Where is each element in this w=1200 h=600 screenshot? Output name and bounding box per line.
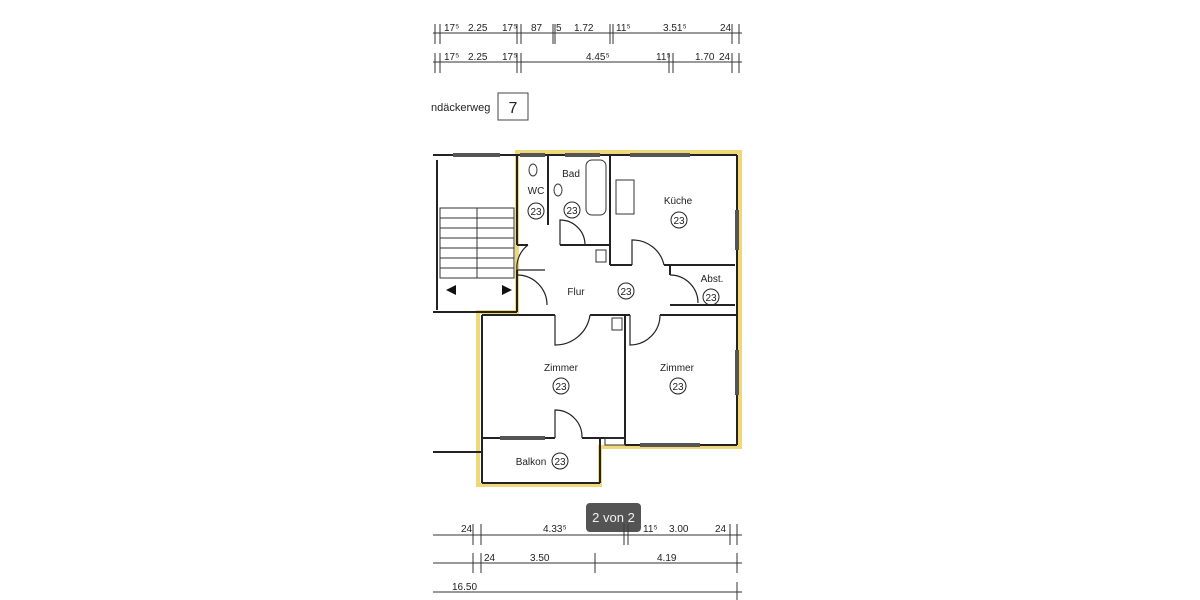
street-label: ndäckerweg bbox=[431, 102, 490, 114]
dim-label: 24 bbox=[720, 23, 732, 34]
page-counter-badge: 2 von 2 bbox=[586, 503, 641, 532]
dim-label: 3.51⁵ bbox=[663, 23, 687, 34]
dim-label: 24 bbox=[461, 524, 473, 535]
room-name: Flur bbox=[567, 287, 585, 298]
dim-label: 4.45⁵ bbox=[586, 52, 610, 63]
dim-label: 1.70 bbox=[695, 52, 715, 63]
dim-label: 2.25 bbox=[468, 52, 488, 63]
room-number: 23 bbox=[620, 287, 632, 298]
dim-label: 5 bbox=[556, 23, 562, 34]
room-number: 23 bbox=[673, 216, 685, 227]
arrow-right-icon bbox=[502, 285, 512, 295]
dim-label: 1.72 bbox=[574, 23, 594, 34]
room-number: 23 bbox=[530, 207, 542, 218]
dim-label: 17⁵ bbox=[502, 52, 517, 63]
room-name: Zimmer bbox=[544, 363, 579, 374]
dim-label: 17⁵ bbox=[444, 23, 459, 34]
dim-label: 2.25 bbox=[468, 23, 488, 34]
dim-label: 4.33⁵ bbox=[543, 524, 567, 535]
dim-label: 24 bbox=[715, 524, 727, 535]
room-name: Bad bbox=[562, 169, 580, 180]
dim-label: 4.19 bbox=[657, 553, 677, 564]
bottom-dimension-lines: 24 4.33⁵ 11⁵ 3.00 24 24 3.50 4.19 16.50 bbox=[433, 524, 742, 600]
room-number: 23 bbox=[554, 457, 566, 468]
dim-label: 24 bbox=[719, 52, 731, 63]
house-number: 7 bbox=[509, 100, 518, 117]
dim-label: 17⁵ bbox=[502, 23, 517, 34]
fixtures bbox=[528, 159, 635, 446]
room-number: 23 bbox=[566, 206, 578, 217]
doors bbox=[516, 219, 699, 439]
room-number: 23 bbox=[555, 382, 567, 393]
house-number-box bbox=[497, 92, 529, 121]
top-dimension-lines: 17⁵ 2.25 17⁵ 87 5 1.72 11⁵ 3.51⁵ 24 17⁵ … bbox=[433, 23, 742, 73]
room-name: Balkon bbox=[516, 457, 547, 468]
dim-label: 11⁵ bbox=[616, 23, 631, 34]
windows bbox=[453, 153, 739, 447]
dim-label: 11⁵ bbox=[656, 52, 671, 63]
dim-label: 87 bbox=[531, 23, 543, 34]
staircase bbox=[439, 207, 515, 279]
dim-label: 17⁵ bbox=[444, 52, 459, 63]
dim-label: 3.00 bbox=[669, 524, 689, 535]
dim-label: 11⁵ bbox=[643, 524, 658, 535]
room-number: 23 bbox=[672, 382, 684, 393]
room-name: WC bbox=[528, 186, 545, 197]
dim-label: 3.50 bbox=[530, 553, 550, 564]
room-number: 23 bbox=[705, 293, 717, 304]
room-name: Küche bbox=[664, 196, 693, 207]
room-name: Zimmer bbox=[660, 363, 695, 374]
dim-label: 24 bbox=[484, 553, 496, 564]
dim-label: 16.50 bbox=[452, 582, 477, 593]
arrow-left-icon bbox=[446, 285, 456, 295]
room-labels: WC 23 Bad 23 Küche 23 Flur 23 Abst. 23 Z… bbox=[516, 169, 724, 470]
room-name: Abst. bbox=[701, 274, 724, 285]
